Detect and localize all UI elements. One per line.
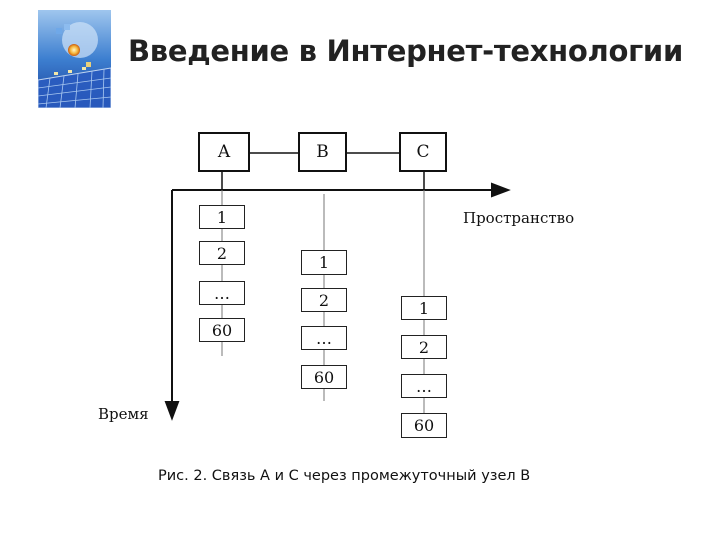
node-c: C [399, 132, 447, 172]
packet-b-1: 1 [301, 250, 347, 275]
node-a: A [198, 132, 250, 172]
time-axis-arrow [166, 402, 178, 418]
packet-a-1: 1 [199, 205, 245, 229]
packet-c-60: 60 [401, 413, 447, 438]
packet-b-ellipsis: … [301, 326, 347, 350]
figure-caption: Рис. 2. Связь А и С через промежуточный … [158, 468, 530, 484]
space-axis-arrow [492, 184, 508, 196]
packet-b-60: 60 [301, 365, 347, 389]
packet-a-ellipsis: … [199, 281, 245, 305]
time-axis-label: Время [98, 405, 149, 423]
space-axis-label: Пространство [463, 209, 574, 227]
packet-c-2: 2 [401, 335, 447, 359]
packet-a-2: 2 [199, 241, 245, 265]
node-b: B [298, 132, 347, 172]
packet-c-ellipsis: … [401, 374, 447, 398]
packet-b-2: 2 [301, 288, 347, 312]
packet-a-60: 60 [199, 318, 245, 342]
packet-c-1: 1 [401, 296, 447, 320]
